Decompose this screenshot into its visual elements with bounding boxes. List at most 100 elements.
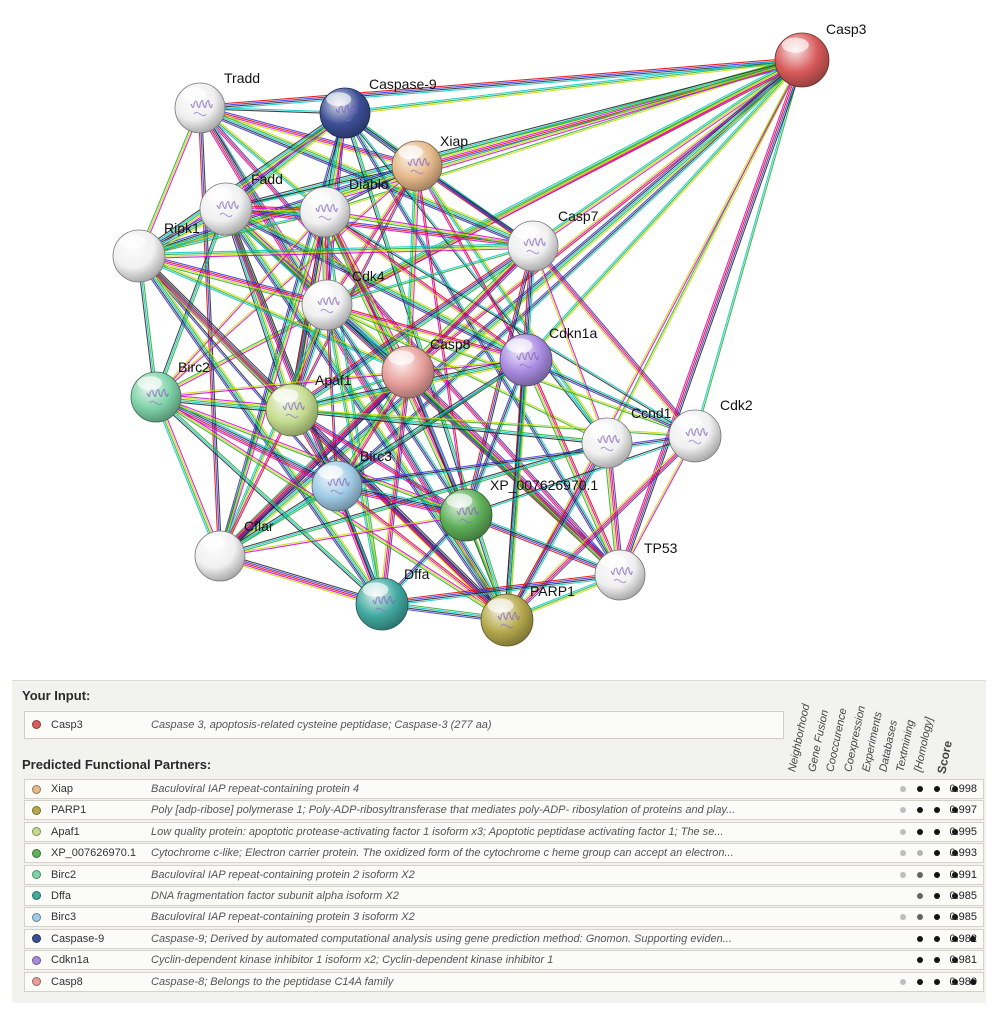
node-Ripk1[interactable]: Ripk1 [112,220,200,283]
evidence-dot [934,850,940,857]
partner-name: Dffa [51,889,71,902]
your-input-heading: Your Input: [22,688,91,703]
evidence-dot [917,807,923,814]
node-Birc3[interactable]: Birc3 [311,448,392,512]
evidence-dot [952,871,958,878]
edge-Casp7-Ripk1 [138,243,534,259]
edge-Cdkn1a-TP53 [523,358,623,577]
evidence-dot [934,786,940,792]
partner-color-dot [32,934,41,944]
partner-color-dot [32,977,41,987]
node-TP53[interactable]: TP53 [594,540,678,601]
input-protein-name: Casp3 [51,719,83,731]
edge-Xiap-Birc2 [155,164,418,399]
node-label: Fadd [251,171,283,187]
evidence-dot [952,935,958,942]
node-Apaf1[interactable]: Apaf1 [265,372,352,437]
edge-Casp7-Ccnd1 [531,245,609,444]
partner-description: DNA fragmentation factor subunit alpha i… [151,889,399,902]
node-Diablo[interactable]: Diablo [299,176,389,238]
edge-Tradd-Ripk1 [137,107,202,257]
partner-row[interactable]: Dffa DNA fragmentation factor subunit alp… [24,885,984,906]
partner-description: Caspase-9; Derived by automated computat… [151,932,732,945]
node-label: PARP1 [530,583,575,599]
partner-score: 0.993 [949,847,977,860]
evidence-dot [934,871,940,878]
edge-Xiap-Ccnd1 [415,164,609,445]
evidence-dot [970,978,976,985]
node-Cdkn1a[interactable]: Cdkn1a [499,325,597,387]
node-label: XP_007626970.1 [490,477,598,493]
partner-score: 0.998 [949,783,977,795]
node-label: Ccnd1 [631,405,672,421]
edge-Casp8-Cflar [217,369,411,559]
edge-Cdk2-XP_007626970.1 [465,434,696,517]
network-edges [135,56,805,623]
partner-description: Cytochrome c-like; Electron carrier prot… [151,847,734,860]
node-Fadd[interactable]: Fadd [199,171,283,236]
node-Cflar[interactable]: Cflar [194,518,274,582]
node-Ccnd1[interactable]: Ccnd1 [581,405,672,469]
node-Casp3[interactable]: Casp3 [774,21,867,88]
evidence-dot [952,892,958,899]
node-Tradd[interactable]: Tradd [174,70,260,134]
edge-Casp3-Cdkn1a [524,58,804,362]
node-Cdk2[interactable]: Cdk2 [668,397,753,463]
edge-Xiap-Casp8 [405,165,420,373]
edge-Apaf1-Cflar [218,409,294,557]
input-protein-description: Caspase 3, apoptosis-related cysteine pe… [151,719,492,731]
edge-Cdkn1a-XP_007626970.1 [463,359,529,516]
edge-Birc2-Cflar [153,395,223,558]
node-Casp7[interactable]: Casp7 [507,208,599,272]
evidence-dot [934,828,940,835]
evidence-dot [934,807,940,814]
node-label: Tradd [224,70,260,86]
partner-description: Caspase-8; Belongs to the peptidase C14A… [151,975,394,988]
evidence-dot [952,828,958,835]
node-Birc2[interactable]: Birc2 [130,359,210,423]
node-Dffa[interactable]: Dffa [355,566,430,631]
edge-Cdkn1a-PARP1 [504,359,529,621]
edge-Casp7-Cdk4 [326,244,534,307]
partner-name: PARP1 [51,804,87,817]
partner-score: 0.985 [949,911,977,924]
node-label: Caspase-9 [369,76,437,92]
evidence-dot [952,807,958,814]
partner-score: 0.981 [949,954,977,967]
edge-Apaf1-XP_007626970.1 [290,408,468,517]
partner-name: Birc2 [51,868,77,881]
partner-description: Baculoviral IAP repeat-containing protei… [151,783,360,795]
edge-Casp3-Tradd [199,57,803,111]
edge-XP_007626970.1-TP53 [464,512,622,578]
node-Xiap[interactable]: Xiap [391,133,468,192]
evidence-dot [934,914,940,921]
input-protein-row[interactable]: Casp3 Caspase 3, apoptosis-related cyste… [24,711,784,739]
node-Casp8[interactable]: Casp8 [381,336,471,399]
edge-Birc2-XP_007626970.1 [155,394,467,518]
edge-Ripk1-Casp8 [138,254,409,374]
results-panel: Your Input: Casp3 Caspase 3, apoptosis-r… [12,680,986,1003]
node-Caspase-9[interactable]: Caspase-9 [319,76,437,139]
node-XP_007626970.1[interactable]: XP_007626970.1 [439,477,598,542]
evidence-dot [952,850,958,857]
evidence-dot [917,786,923,792]
partner-color-dot [32,805,41,815]
partner-score: 0.980 [949,975,977,988]
edge-Cdk2-Birc3 [336,433,696,489]
node-PARP1[interactable]: PARP1 [480,583,575,647]
node-label: Cdk4 [352,268,385,284]
evidence-dot [952,786,958,792]
evidence-dot [970,935,976,942]
node-Cdk4[interactable]: Cdk4 [301,268,385,331]
